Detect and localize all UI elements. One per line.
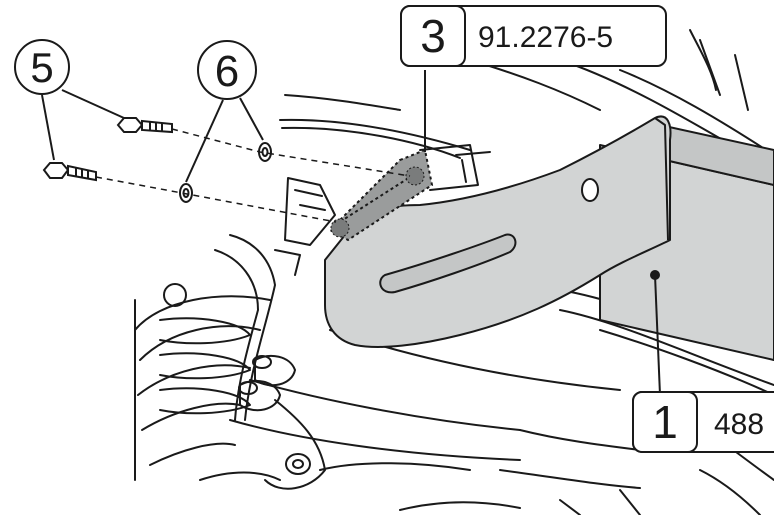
- callout-1: 1 488: [632, 391, 774, 453]
- callout-1-part-number: 488: [714, 408, 764, 441]
- callout-5: 5: [14, 39, 70, 95]
- callout-6-number: 6: [215, 47, 239, 96]
- callout-3-number: 3: [420, 10, 446, 62]
- callout-1-number: 1: [652, 396, 678, 448]
- frame-bracket-part-1: [324, 115, 774, 396]
- callout-6: 6: [197, 40, 257, 100]
- leader-lines: [41, 89, 264, 183]
- callout-3: 3 91.2276-5: [400, 5, 667, 67]
- callout-5-number: 5: [30, 44, 53, 91]
- hex-bolt-icon: [116, 117, 144, 133]
- callout-3-part-number: 91.2276-5: [478, 21, 613, 54]
- spacer-part-3: [328, 70, 434, 242]
- bolt-lower: [42, 162, 97, 182]
- assembly-guide-lines: [95, 128, 411, 223]
- bolt-upper: [116, 117, 173, 134]
- hex-bolt-icon: [42, 162, 70, 179]
